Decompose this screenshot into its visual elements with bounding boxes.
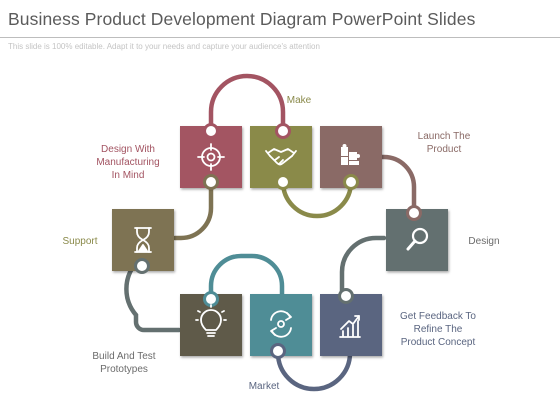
label-make: Make (286, 95, 312, 106)
connector-knob (275, 123, 291, 139)
label-market: Market (248, 381, 280, 392)
connector-knob (203, 123, 219, 139)
connector-knob (134, 258, 150, 274)
connector-knob (275, 174, 291, 190)
tile-growth (320, 294, 382, 356)
growth-chart-icon (339, 315, 361, 338)
connector-olive-bottom (280, 179, 354, 219)
label-get-feedback: Get Feedback To Refine The Product Conce… (400, 311, 476, 348)
connector-market-bottom (275, 350, 353, 392)
connector-knob (270, 343, 286, 359)
title-divider (0, 37, 560, 38)
hourglass-icon (134, 227, 152, 253)
label-support: Support (62, 236, 98, 247)
connector-market-top (208, 253, 285, 302)
connector-make (208, 73, 286, 134)
magnifier-icon (406, 227, 429, 251)
connector-design-manufacturing (172, 179, 214, 241)
crosshair-icon (197, 143, 225, 171)
connector-design (339, 235, 387, 299)
refresh-cycle-icon (270, 310, 292, 338)
connector-knob (203, 174, 219, 190)
connector-knob (203, 291, 219, 307)
lightbulb-icon (195, 304, 227, 337)
page-title: Business Product Development Diagram Pow… (8, 9, 476, 29)
puzzle-pieces-icon (341, 144, 360, 165)
connector-knob (338, 288, 354, 304)
label-build-and-test: Build And Test Prototypes (92, 351, 156, 375)
label-design-with-manufacturing: Design With Manufacturing In Mind (96, 144, 160, 181)
connector-knob (343, 174, 359, 190)
label-launch-the-product: Launch The Product (417, 131, 471, 155)
connector-launch (347, 154, 417, 215)
connector-knob (406, 205, 422, 221)
connector-support (124, 260, 182, 333)
handshake-icon (265, 148, 297, 166)
page-subtitle: This slide is 100% editable. Adapt it to… (8, 42, 320, 51)
label-design: Design (468, 236, 500, 247)
